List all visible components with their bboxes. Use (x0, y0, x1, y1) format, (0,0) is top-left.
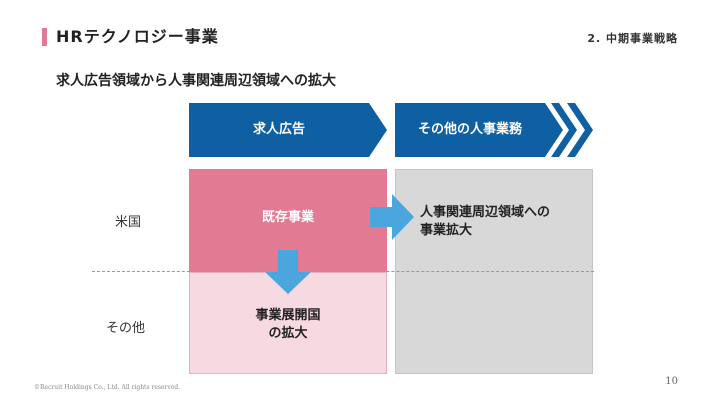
title-accent-bar (42, 28, 47, 46)
cell-hr-line2: 事業拡大 (420, 223, 473, 238)
arrow-down-icon (265, 250, 311, 294)
cell-expansion-line1: 事業展開国 (255, 308, 321, 323)
chevron-label-other-hr: その他の人事業務 (417, 122, 522, 137)
arrow-right-icon (370, 194, 414, 240)
page-number: 10 (665, 376, 678, 387)
section-label: 2. 中期事業戦略 (587, 32, 678, 45)
cell-hr-line1: 人事関連周辺領域への (420, 205, 551, 220)
chevron-shape (189, 103, 387, 157)
chevron-label-job-ads: 求人広告 (252, 122, 305, 137)
cell-expansion-line2: の拡大 (268, 326, 308, 341)
row-label-other: その他 (106, 321, 146, 336)
copyright-footer: ©Recruit Holdings Co., Ltd. All rights r… (34, 384, 181, 391)
chevron-job-ads: 求人広告 (189, 103, 387, 157)
chevron-other-hr: その他の人事業務 (395, 103, 595, 157)
cell-existing-label: 既存事業 (261, 210, 314, 225)
row-label-us: 米国 (115, 215, 142, 230)
slide-title: HRテクノロジー事業 (56, 27, 219, 46)
slide-subtitle: 求人広告領域から人事関連周辺領域への拡大 (56, 73, 336, 89)
row-divider (92, 271, 594, 272)
chevron-shape-multi (395, 103, 593, 157)
